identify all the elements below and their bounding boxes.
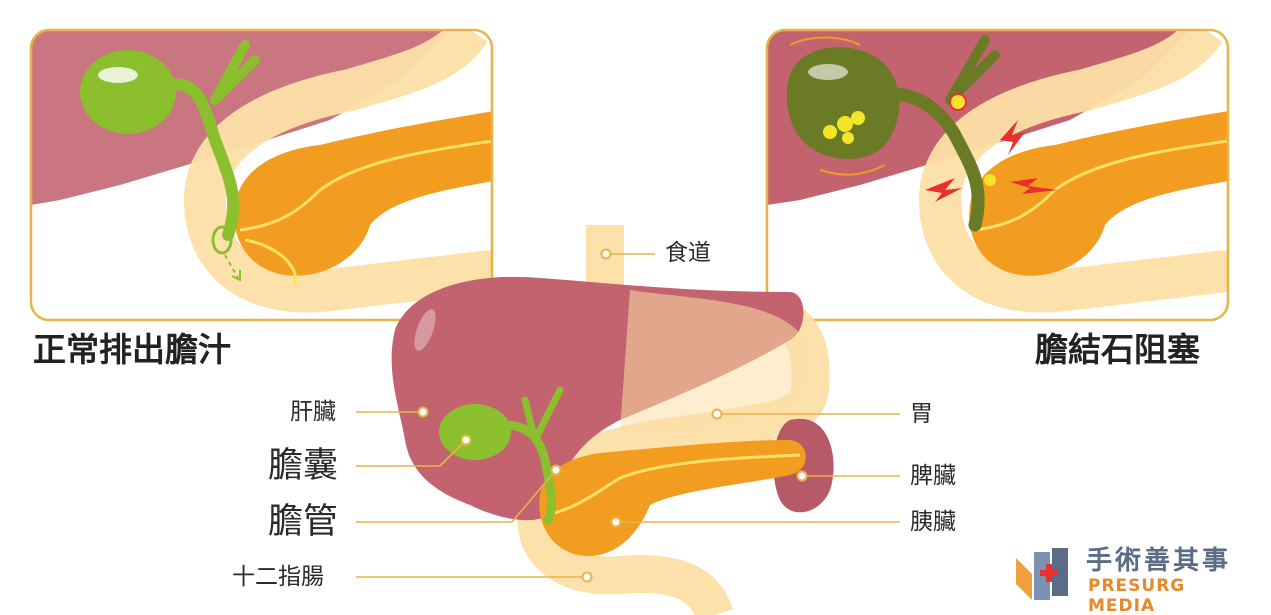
presurg-mark-icon	[1016, 548, 1068, 600]
label-spleen: 脾臟	[910, 463, 956, 489]
presurg-logo: 手術善其事 PRESURG MEDIA	[1010, 540, 1250, 615]
gallstone-blockage-panel	[767, 30, 1228, 320]
normal-flow-caption: 正常排出膽汁	[33, 330, 231, 369]
logo-chinese-text: 手術善其事	[1086, 546, 1232, 576]
normal-bile-flow-panel	[31, 30, 492, 320]
leader-lines	[356, 253, 900, 578]
label-liver: 肝臟	[290, 399, 336, 425]
gallbladder-main	[439, 404, 511, 460]
gallstones	[823, 93, 996, 186]
pain-bolts	[925, 120, 1058, 202]
label-stomach: 胃	[910, 401, 933, 427]
main-anatomy	[391, 225, 834, 615]
label-duodenum: 十二指腸	[232, 564, 324, 590]
bile-duct-shape	[164, 78, 240, 241]
label-pancreas: 胰臟	[910, 509, 956, 535]
gallbladder-shape	[80, 50, 176, 134]
label-bile-duct: 膽管	[268, 502, 339, 542]
leader-dots	[417, 248, 808, 583]
logo-english-text: PRESURG MEDIA	[1088, 576, 1186, 615]
label-esophagus: 食道	[665, 240, 711, 266]
label-gallbladder: 膽囊	[268, 446, 339, 486]
blockage-caption: 膽結石阻塞	[1035, 330, 1200, 369]
bile-duct-main	[500, 420, 556, 525]
pancreas-main	[539, 440, 806, 557]
